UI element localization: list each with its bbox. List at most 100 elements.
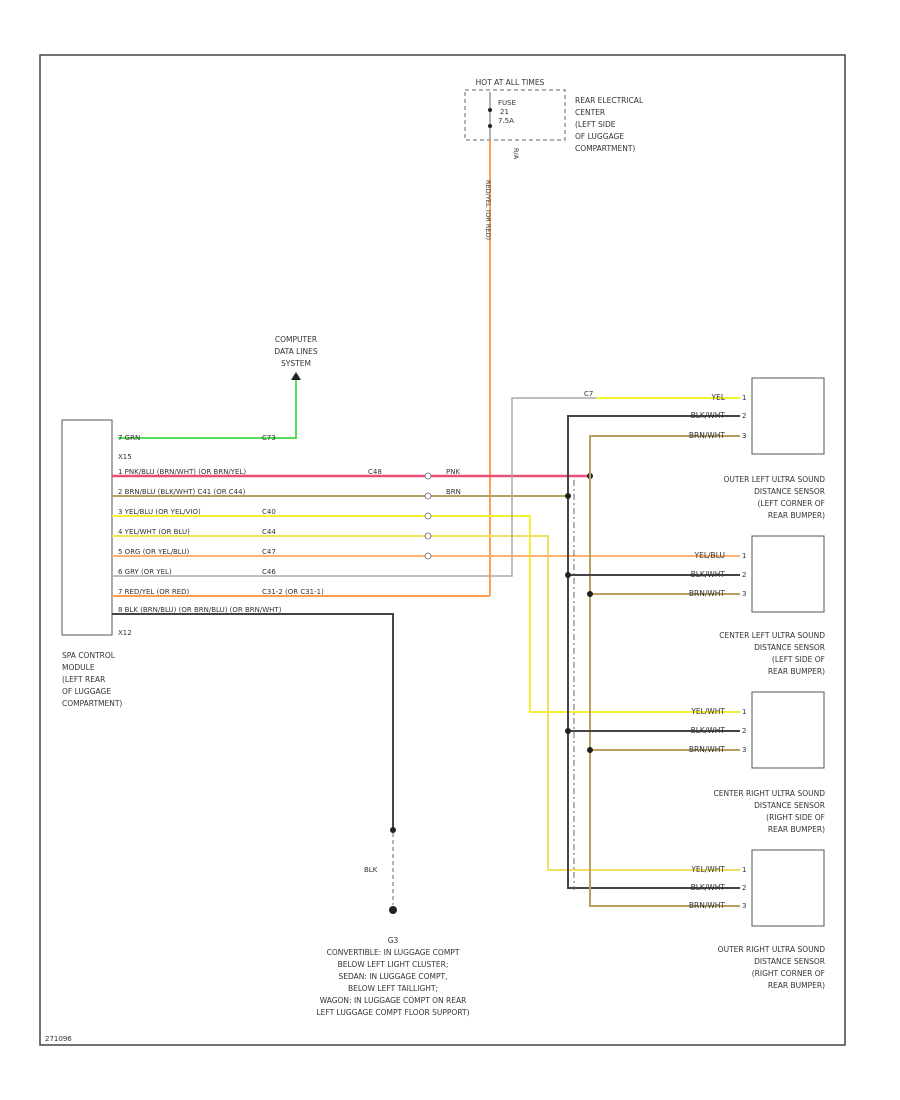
s1-line-1: OUTER LEFT ULTRA SOUND — [723, 475, 825, 484]
ground-line-3: BELOW LEFT LIGHT CLUSTER; — [338, 960, 449, 969]
diagram-frame — [39, 54, 846, 1046]
splice-label-brn: BRN — [446, 488, 461, 496]
spa-control-module-box — [61, 419, 113, 636]
module-line-1: SPA CONTROL — [62, 651, 116, 660]
ground-symbol-icon — [389, 906, 397, 914]
pin-5-label: 4 YEL/WHT (OR BLU) — [118, 528, 190, 536]
s1-w3-label: BRN/WHT — [689, 431, 726, 440]
splice-brn-blk — [565, 493, 571, 499]
rec-line-3: (LEFT SIDE — [575, 120, 616, 129]
pin-1-label: 7 GRN — [118, 434, 140, 442]
wire-data-line-grn — [118, 380, 297, 439]
rear-electrical-center-label: REAR ELECTRICAL CENTER (LEFT SIDE OF LUG… — [575, 96, 644, 153]
s1-w1-pin: 1 — [742, 394, 746, 402]
s1-w1-label: YEL — [711, 393, 726, 402]
rec-line-1: REAR ELECTRICAL — [575, 96, 644, 105]
module-line-5: COMPARTMENT) — [62, 699, 122, 708]
s3-w3-label: BRN/WHT — [689, 745, 726, 754]
inline-connector-2 — [424, 492, 432, 500]
pin-7-label: 6 GRY (OR YEL) — [118, 568, 172, 576]
pin-4-circuit: C40 — [262, 508, 276, 516]
s4-w1-label: YEL/WHT — [690, 865, 725, 874]
s3-w2-pin: 2 — [742, 727, 746, 735]
s1-line-2: DISTANCE SENSOR — [754, 487, 825, 496]
inline-connector-4 — [424, 532, 432, 540]
s4-w3-label: BRN/WHT — [689, 901, 726, 910]
s4-w2-pin: 2 — [742, 884, 746, 892]
sensor-outer-left: YEL 1 BLK/WHT 2 BRN/WHT 3 OUTER LEFT ULT… — [689, 377, 825, 520]
computer-arrow-icon — [291, 372, 301, 380]
bus-blk-wht — [567, 415, 740, 889]
s2-splice-brn — [587, 591, 593, 597]
wire-blk-ground — [112, 613, 394, 830]
s2-w3-label: BRN/WHT — [689, 589, 726, 598]
s4-w1-pin: 1 — [742, 866, 746, 874]
module-line-3: (LEFT REAR — [62, 675, 105, 684]
splice-label-pnk: PNK — [446, 468, 460, 476]
ground-line-6: WAGON: IN LUGGAGE COMPT ON REAR — [320, 996, 467, 1005]
ground-splice-top — [390, 827, 396, 833]
sensor-1-box — [751, 377, 825, 455]
s3-splice-brn — [587, 747, 593, 753]
module-line-2: MODULE — [62, 663, 95, 672]
fuse-label: FUSE — [498, 99, 516, 107]
rec-line-4: OF LUGGAGE — [575, 132, 624, 141]
s4-line-1: OUTER RIGHT ULTRA SOUND — [718, 945, 826, 954]
wire-yel-wht — [112, 535, 740, 871]
inline-connector-1 — [424, 472, 432, 480]
s2-w2-pin: 2 — [742, 571, 746, 579]
s1-line-4: REAR BUMPER) — [768, 511, 825, 520]
rec-line-2: CENTER — [575, 108, 605, 117]
wire-gry — [112, 397, 740, 577]
fuse-box — [464, 89, 566, 141]
s3-line-1: CENTER RIGHT ULTRA SOUND — [713, 789, 825, 798]
s1-line-3: (LEFT CORNER OF — [757, 499, 825, 508]
module-top-connector: X15 — [118, 453, 132, 461]
s2-line-2: DISTANCE SENSOR — [754, 643, 825, 652]
s2-line-3: (LEFT SIDE OF — [772, 655, 825, 664]
computer-line-2: DATA LINES — [274, 347, 317, 356]
s1-w2-pin: 2 — [742, 412, 746, 420]
wire-yel-blu — [112, 515, 740, 713]
computer-line-3: SYSTEM — [281, 359, 311, 368]
gry-splice-label: C7 — [584, 390, 593, 398]
pin-3-label: 2 BRN/BLU (BLK/WHT) C41 (OR C44) — [118, 488, 246, 496]
pin-7-circuit: C46 — [262, 568, 276, 576]
s3-line-2: DISTANCE SENSOR — [754, 801, 825, 810]
fuse-wire-label: RED/YEL (OR RED) — [484, 180, 492, 240]
inline-connector-3 — [424, 512, 432, 520]
sensor-2-box — [751, 535, 825, 613]
pin-8-label: 7 RED/YEL (OR RED) — [118, 588, 190, 596]
pin-9-label: 8 BLK (BRN/BLU) (OR BRN/BLU) (OR BRN/WHT… — [118, 606, 282, 614]
diagram-code: 271096 — [45, 1035, 72, 1043]
pin-6-label: 5 ORG (OR YEL/BLU) — [118, 548, 189, 556]
ground-g3: BLK G3 CONVERTIBLE: IN LUGGAGE COMPT BEL… — [316, 827, 470, 1017]
s4-line-4: REAR BUMPER) — [768, 981, 825, 990]
s3-line-3: (RIGHT SIDE OF — [766, 813, 825, 822]
module-bottom-connector: X12 — [118, 629, 132, 637]
s2-splice-blk — [565, 572, 571, 578]
fuse-connector-label: R/A — [512, 148, 520, 160]
ground-line-2: CONVERTIBLE: IN LUGGAGE COMPT — [327, 948, 460, 957]
pin-6-circuit: C47 — [262, 548, 276, 556]
s4-line-2: DISTANCE SENSOR — [754, 957, 825, 966]
fuse-terminal-bottom — [488, 124, 492, 128]
ground-line-4: SEDAN: IN LUGGAGE COMPT, — [339, 972, 448, 981]
inline-connector-5 — [424, 552, 432, 560]
s3-w1-pin: 1 — [742, 708, 746, 716]
sensor-4-box — [751, 849, 825, 927]
s1-w2-label: BLK/WHT — [691, 411, 726, 420]
sensor-center-right: YEL/WHT 1 BLK/WHT 2 BRN/WHT 3 CENTER RIG… — [689, 691, 825, 834]
pin-1-circuit: C73 — [262, 434, 276, 442]
sensor-outer-right: YEL/WHT 1 BLK/WHT 2 BRN/WHT 3 OUTER RIGH… — [689, 849, 826, 990]
s2-w1-label: YEL/BLU — [694, 551, 725, 560]
fuse-header: HOT AT ALL TIMES — [476, 78, 545, 87]
s4-w3-pin: 3 — [742, 902, 746, 910]
s2-w1-pin: 1 — [742, 552, 746, 560]
s2-line-4: REAR BUMPER) — [768, 667, 825, 676]
computer-line-1: COMPUTER — [275, 335, 317, 344]
ground-wire-label: BLK — [364, 866, 378, 874]
ground-line-7: LEFT LUGGAGE COMPT FLOOR SUPPORT) — [316, 1008, 469, 1017]
bus-brn-wht-s1 — [589, 435, 740, 476]
